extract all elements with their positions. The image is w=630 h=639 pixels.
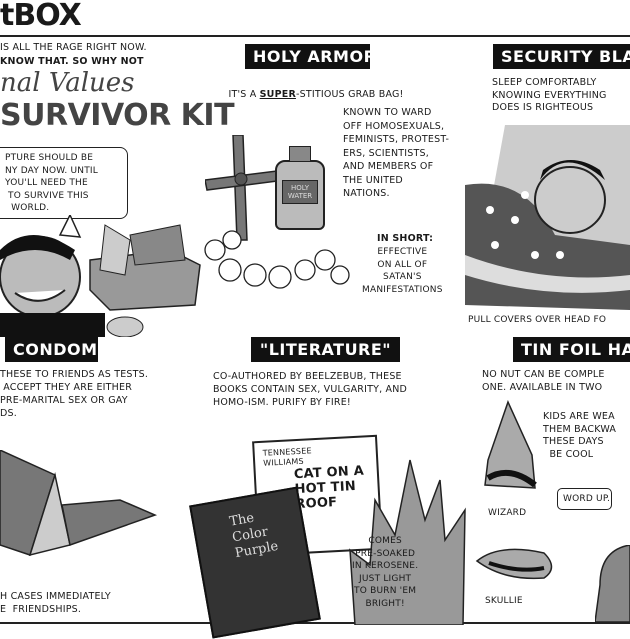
kids-text: KIDS ARE WEA THEM BACKWA THESE DAYS BE C… (543, 411, 617, 460)
speech-text: PTURE SHOULD BE NY DAY NOW. UNTIL YOU'LL… (5, 153, 98, 213)
book2-title: The Color Purple (228, 510, 280, 562)
security-blanket-caption: PULL COVERS OVER HEAD FO (468, 315, 607, 325)
sleeping-man-illustration (465, 125, 630, 310)
condom-packets (0, 450, 158, 557)
script-title: nal Values (0, 68, 135, 98)
masthead-title: tBOX (0, 0, 82, 33)
word-up-bubble: WORD UP. (557, 488, 612, 510)
cross-icon (205, 135, 285, 241)
intro-line-1: IS ALL THE RAGE RIGHT NOW. (0, 42, 147, 53)
masthead-rule (0, 35, 630, 37)
fire-text: COMES PRE-SOAKED IN KEROSENE. JUST LIGHT… (352, 536, 419, 609)
in-short-text: EFFECTIVE ON ALL OF SATAN'S MANIFESTATIO… (362, 247, 443, 295)
garlic-beads (204, 230, 350, 289)
speech-bubble: PTURE SHOULD BE NY DAY NOW. UNTIL YOU'LL… (0, 147, 128, 219)
in-short-heading: IN SHORT: (377, 233, 434, 244)
panel-divider (0, 622, 630, 624)
narrator-figure (0, 215, 144, 337)
condoms-text: THESE TO FRIENDS AS TESTS. ACCEPT THEY A… (0, 369, 149, 419)
holy-water-bottle: HOLY WATER (275, 160, 325, 230)
security-blanket-label: SECURITY BLA (493, 44, 630, 69)
tin-foil-hat-text: NO NUT CAN BE COMPLE ONE. AVAILABLE IN T… (482, 369, 605, 393)
holy-armor-known: KNOWN TO WARD OFF HOMOSEXUALS, FEMINISTS… (343, 107, 450, 199)
holy-water-label: HOLY WATER (282, 180, 318, 204)
tagline-emphasis: SUPER (259, 88, 296, 100)
tagline-post: -STITIOUS GRAB BAG! (295, 88, 404, 100)
skullie-hat-icon (475, 548, 553, 580)
intro-line-2: KNOW THAT. SO WHY NOT (0, 56, 144, 67)
kid-figure (595, 545, 630, 622)
bottle-cork (289, 146, 311, 162)
holy-armor-label: HOLY ARMOR (245, 44, 370, 69)
wizard-caption: WIZARD (488, 508, 527, 518)
word-up-text: WORD UP. (563, 494, 611, 504)
toolbox-illustration (89, 224, 201, 311)
condoms-footer: H CASES IMMEDIATELY E FRIENDSHIPS. (0, 591, 111, 615)
holy-armor-tagline: IT'S A SUPER-STITIOUS GRAB BAG! (222, 76, 404, 101)
tin-foil-hat-label: TIN FOIL HA (513, 337, 630, 362)
literature-label: "LITERATURE" (251, 337, 400, 362)
kit-title: SURVIVOR KIT (0, 98, 235, 133)
literature-text: CO-AUTHORED BY BEELZEBUB, THESE BOOKS CO… (213, 371, 408, 408)
security-blanket-text: SLEEP COMFORTABLY KNOWING EVERYTHING DOE… (492, 77, 607, 113)
condoms-label: CONDOMS (5, 337, 98, 362)
skullie-caption: SKULLIE (485, 596, 523, 606)
fire-icon (349, 459, 466, 625)
wizard-hat-icon (484, 400, 537, 489)
tagline-pre: IT'S A (228, 88, 260, 100)
book-color-purple: The Color Purple (189, 486, 321, 639)
